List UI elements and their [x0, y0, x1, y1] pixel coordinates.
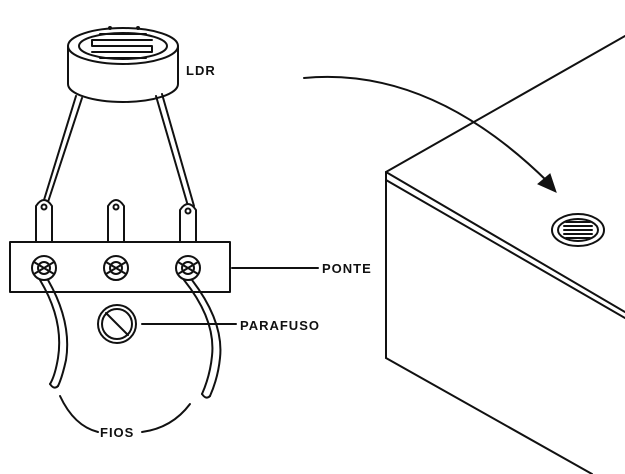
label-ponte: PONTE	[322, 261, 372, 276]
label-fios: FIOS	[100, 425, 134, 440]
terminal-screw-3	[175, 255, 201, 281]
mounting-screw	[97, 304, 137, 344]
terminal-lugs	[35, 199, 197, 243]
enclosure-box	[385, 35, 625, 474]
curved-arrow	[303, 75, 557, 193]
label-ldr: LDR	[186, 63, 216, 78]
bridge-terminal-strip	[9, 241, 231, 293]
ldr-component	[67, 26, 179, 103]
ldr-mounted	[551, 213, 605, 247]
wires	[39, 279, 222, 399]
ldr-leads	[43, 93, 195, 207]
label-parafuso: PARAFUSO	[240, 318, 320, 333]
terminal-screw-1	[31, 255, 57, 281]
terminal-screw-2	[103, 255, 129, 281]
leader-lines	[59, 267, 319, 433]
